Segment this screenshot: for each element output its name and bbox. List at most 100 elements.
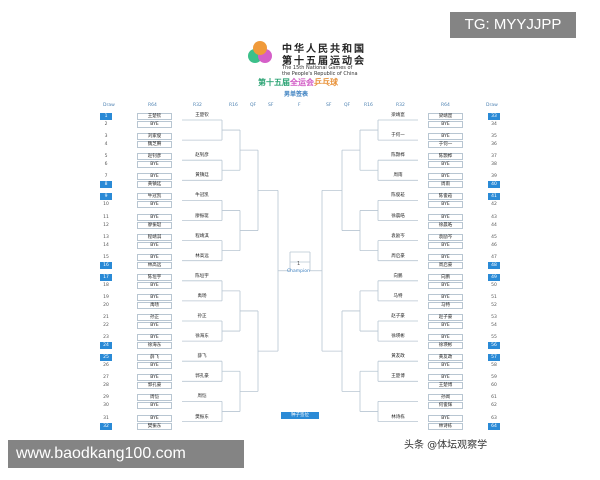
r64-player-left[interactable]: BYE — [137, 201, 172, 209]
r64-player-left[interactable]: 牛冠凯 — [137, 193, 172, 201]
r64-player-right[interactable]: BYE — [428, 253, 463, 261]
r32-player-left[interactable]: 樊振东 — [195, 414, 209, 420]
r32-player-right[interactable]: 徐晨皓 — [391, 213, 405, 219]
r32-player-right[interactable]: 于何一 — [391, 133, 405, 139]
r64-player-left[interactable]: 陈垣宇 — [137, 273, 172, 281]
r64-player-left[interactable]: 廖振珽 — [137, 221, 172, 229]
r64-player-left[interactable]: BYE — [137, 374, 172, 382]
r64-player-left[interactable]: BYE — [137, 402, 172, 410]
r32-player-right[interactable]: 袁励岑 — [391, 233, 405, 239]
r64-player-left[interactable]: BYE — [137, 241, 172, 249]
r64-player-right[interactable]: BYE — [428, 374, 463, 382]
r64-player-left[interactable]: 孙正 — [137, 314, 172, 321]
r64-player-right[interactable]: 徐瑛彬 — [428, 342, 463, 350]
r64-player-left[interactable]: 周恺 — [137, 394, 172, 402]
r64-player-right[interactable]: BYE — [428, 414, 463, 422]
r64-player-right[interactable]: 徐晨皓 — [428, 221, 463, 229]
r32-player-left[interactable]: 廖振珽 — [195, 213, 209, 219]
r64-player-left[interactable]: 徐海东 — [137, 342, 172, 350]
r32-player-right[interactable]: 黄友政 — [391, 354, 405, 360]
r64-player-right[interactable]: 袁励岑 — [428, 233, 463, 241]
r64-player-right[interactable]: BYE — [428, 173, 463, 181]
r32-player-right[interactable]: 王楚博 — [391, 374, 405, 380]
r64-player-left[interactable]: BYE — [137, 173, 172, 181]
r64-player-right[interactable]: 马特 — [428, 301, 463, 309]
r32-player-left[interactable]: 林高远 — [195, 253, 209, 259]
r64-player-right[interactable]: 王楚博 — [428, 382, 463, 390]
r32-player-right[interactable]: 陈颢桦 — [391, 153, 405, 159]
r32-player-left[interactable]: 程靖淇 — [195, 233, 209, 239]
r64-player-right[interactable]: 赵子豪 — [428, 314, 463, 321]
r32-player-right[interactable]: 向鹏 — [393, 273, 403, 279]
r64-player-left[interactable]: BYE — [137, 414, 172, 422]
r64-player-left[interactable]: 赵钊彦 — [137, 153, 172, 161]
draw-number: 3 — [104, 134, 108, 140]
r64-player-left[interactable]: BYE — [137, 281, 172, 289]
r64-player-left[interactable]: BYE — [137, 253, 172, 261]
r32-player-left[interactable]: 郭孔豪 — [195, 374, 209, 380]
r32-player-right[interactable]: 赵子豪 — [391, 314, 405, 319]
r32-player-right[interactable]: 徐瑛彬 — [391, 334, 405, 340]
r32-player-right[interactable]: 周雨 — [393, 173, 403, 179]
r32-player-left[interactable]: 徐海东 — [195, 334, 209, 340]
r32-player-left[interactable]: 薛飞 — [197, 354, 207, 360]
r32-player-left[interactable]: 赵钊彦 — [195, 153, 209, 159]
r64-player-left[interactable]: 刘家俊 — [137, 133, 172, 141]
r64-player-right[interactable]: 林诗栋 — [428, 422, 463, 430]
r64-player-right[interactable]: 孙闻 — [428, 394, 463, 402]
r32-player-left[interactable]: 牛冠凯 — [195, 193, 209, 199]
r64-player-left[interactable]: BYE — [137, 121, 172, 128]
draw-number: 29 — [103, 395, 109, 401]
r64-player-right[interactable]: 向鹏 — [428, 273, 463, 281]
r64-player-left[interactable]: BYE — [137, 213, 172, 221]
r64-player-left[interactable]: BYE — [137, 362, 172, 370]
r64-player-right[interactable]: BYE — [428, 322, 463, 329]
r64-player-right[interactable]: 周启豪 — [428, 261, 463, 269]
r64-player-right[interactable]: BYE — [428, 293, 463, 301]
r32-player-left[interactable]: 王楚钦 — [195, 113, 209, 118]
r32-player-left[interactable]: 黄镇廷 — [195, 173, 209, 179]
r64-player-right[interactable]: 黄友政 — [428, 354, 463, 362]
r64-player-left[interactable]: BYE — [137, 334, 172, 342]
r64-player-right[interactable]: BYE — [428, 362, 463, 370]
seed-legend-button[interactable]: 种子签位 — [281, 412, 319, 419]
r32-player-right[interactable]: 林诗栋 — [391, 414, 405, 420]
r64-player-right[interactable]: BYE — [428, 121, 463, 128]
draw-number: 37 — [491, 154, 497, 160]
r64-player-right[interactable]: BYE — [428, 281, 463, 289]
draw-number: 1 — [100, 113, 112, 120]
r64-player-left[interactable]: 魏芝腾 — [137, 141, 172, 149]
r64-player-right[interactable]: 陈颢桦 — [428, 153, 463, 161]
r32-player-right[interactable]: 马特 — [393, 293, 403, 299]
r64-player-right[interactable]: BYE — [428, 201, 463, 209]
r32-player-left[interactable]: 禹旸 — [197, 293, 207, 299]
r32-player-left[interactable]: 陈垣宇 — [195, 273, 209, 279]
r64-player-right[interactable]: 周雨 — [428, 181, 463, 189]
r64-player-left[interactable]: 王楚钦 — [137, 113, 172, 120]
r64-player-right[interactable]: BYE — [428, 161, 463, 169]
r64-player-right[interactable]: 何俊辉 — [428, 402, 463, 410]
r32-player-right[interactable]: 梁靖崑 — [391, 113, 405, 118]
r64-player-left[interactable]: 禹旸 — [137, 301, 172, 309]
r64-player-left[interactable]: 郭孔豪 — [137, 382, 172, 390]
draw-number: 12 — [103, 222, 109, 228]
r64-player-left[interactable]: 林高远 — [137, 261, 172, 269]
r64-player-left[interactable]: 程靖淇 — [137, 233, 172, 241]
r64-player-right[interactable]: 陈俊菘 — [428, 193, 463, 201]
r64-player-left[interactable]: BYE — [137, 161, 172, 169]
r64-player-right[interactable]: BYE — [428, 213, 463, 221]
r64-player-left[interactable]: 樊振东 — [137, 422, 172, 430]
r64-player-left[interactable]: BYE — [137, 293, 172, 301]
r64-player-left[interactable]: 黄镇廷 — [137, 181, 172, 189]
r32-player-left[interactable]: 孙正 — [197, 314, 207, 319]
r32-player-right[interactable]: 周启豪 — [391, 253, 405, 259]
r32-player-left[interactable]: 周恺 — [197, 394, 207, 400]
r64-player-left[interactable]: 薛飞 — [137, 354, 172, 362]
r64-player-right[interactable]: BYE — [428, 241, 463, 249]
r64-player-right[interactable]: 梁靖崑 — [428, 113, 463, 120]
r32-player-right[interactable]: 陈俊菘 — [391, 193, 405, 199]
r64-player-right[interactable]: 于何一 — [428, 141, 463, 149]
r64-player-right[interactable]: BYE — [428, 133, 463, 141]
r64-player-left[interactable]: BYE — [137, 322, 172, 329]
r64-player-right[interactable]: BYE — [428, 334, 463, 342]
